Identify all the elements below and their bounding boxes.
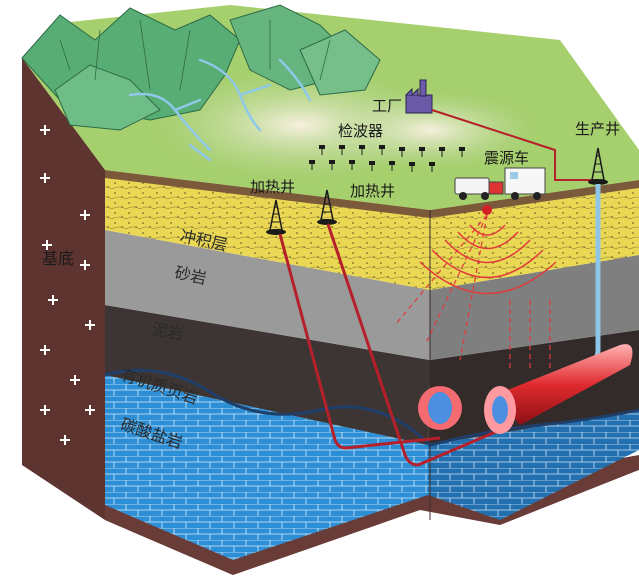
basement-face (22, 58, 233, 575)
rivers (128, 58, 312, 162)
factory-icon (405, 79, 433, 114)
reflection-rays (394, 214, 551, 370)
heat-zones (418, 344, 633, 434)
factory-pipeline (431, 109, 598, 181)
production-well-icon (588, 147, 608, 185)
heating-well-1-icon (266, 199, 286, 235)
label-factory: 工厂 (372, 97, 403, 115)
heating-pipes (278, 223, 501, 467)
label-seismic-truck: 震源车 (484, 149, 530, 167)
label-geophones: 检波器 (338, 122, 384, 140)
label-production-well: 生产井 (575, 120, 621, 138)
seismic-waves (419, 224, 557, 295)
label-basement: 基底 (42, 249, 75, 268)
label-heating-well-1: 加热井 (250, 178, 296, 196)
heating-well-2-icon (317, 189, 337, 225)
seismic-truck-icon (454, 167, 546, 215)
mountains (21, 4, 381, 131)
geophones (309, 145, 465, 172)
front-strata (104, 170, 639, 575)
label-heating-well-2: 加热井 (350, 182, 396, 200)
